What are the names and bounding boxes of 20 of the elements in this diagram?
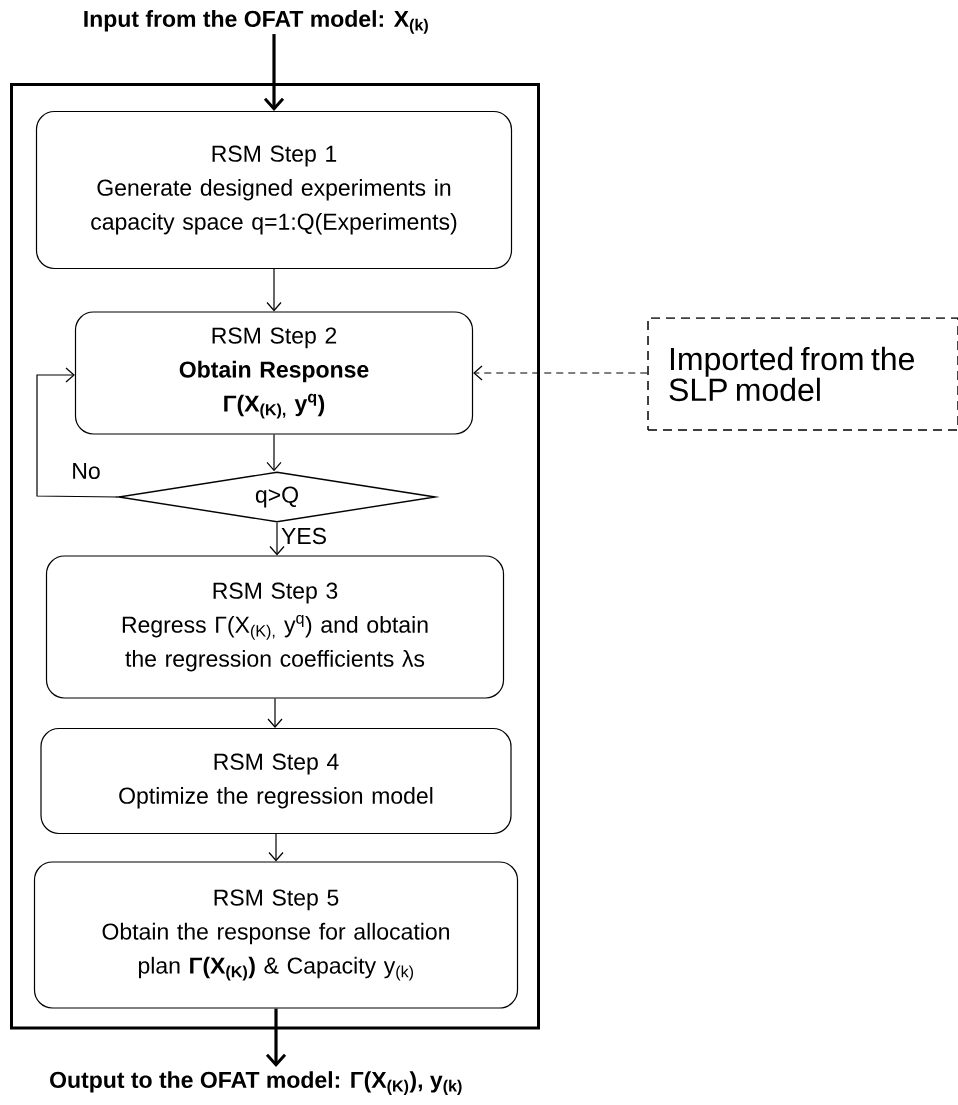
arrow [36, 367, 119, 498]
process-box: RSM Step 5 Obtain the response for allocation plan Γ(X$_{(K)}$) & Capacity y$_{(k)}$ [33, 861, 519, 1009]
input-label: Input from the OFAT model: X$_{(k)}$ [84, 10, 428, 34]
process-box: RSM Step 2 Obtain Response Γ(X$_{(K),}$ y$^{q}$) [74, 311, 474, 435]
edge-label: No [70, 462, 102, 481]
arrow [473, 365, 648, 381]
process-box: RSM Step 4 Optimize the regression model [40, 727, 512, 835]
arrow [268, 833, 284, 862]
arrow [266, 434, 282, 472]
frame-box [10, 83, 540, 1030]
edge-label: YES [280, 526, 328, 546]
process-box: RSM Step 1 Generate designed experiments in capacity space q=1:Q(Experiments) [35, 110, 513, 270]
process-box: RSM Step 3 Regress Γ(X$_{(K),}$ y$^{q}$) and obtain the regression coefficients λs [45, 555, 505, 699]
arrow [266, 268, 282, 312]
arrow [263, 34, 285, 111]
arrow [265, 1008, 287, 1067]
arrow [267, 698, 283, 728]
arrow [269, 522, 285, 556]
output-label: Output to the OFAT model: Γ(X$_{(K)}$), y$_{(k)}$ [50, 1071, 462, 1095]
note-box: Imported from the SLP model [647, 317, 958, 431]
